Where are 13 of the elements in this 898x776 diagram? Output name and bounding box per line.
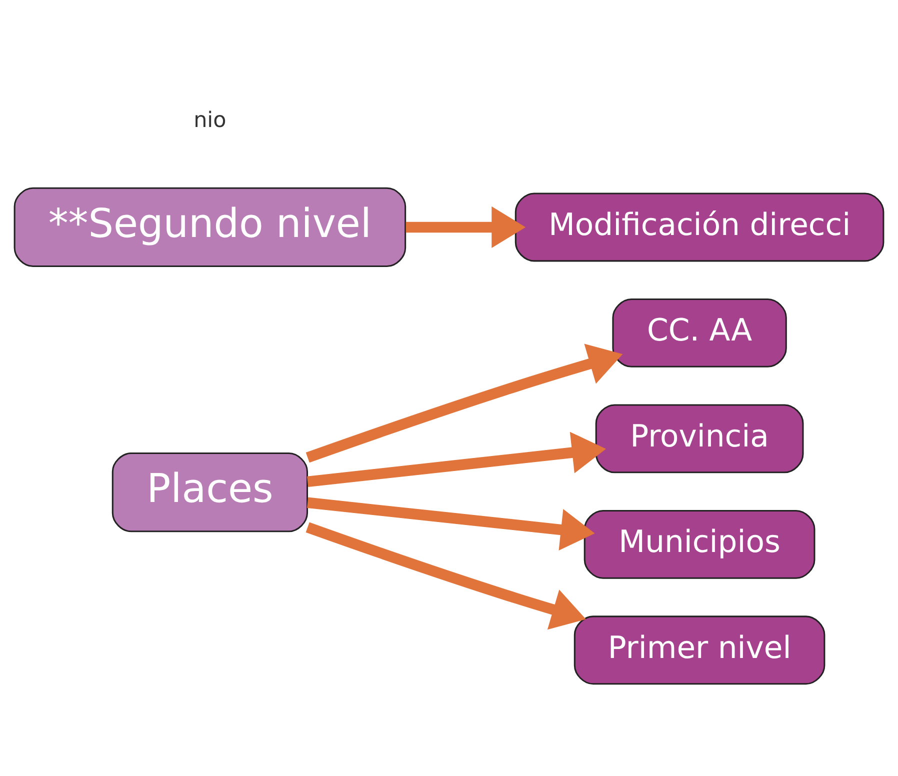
node-box: Modificación direcci <box>514 192 884 262</box>
label: nio <box>194 108 226 133</box>
arrow <box>306 522 586 630</box>
arrow <box>306 343 623 462</box>
node-box: Municipios <box>584 509 816 578</box>
node-box: Places <box>112 452 308 532</box>
node-box: Primer nivel <box>574 615 826 684</box>
node-box: Provincia <box>595 404 804 473</box>
arrow <box>307 431 606 487</box>
arrow <box>406 206 526 248</box>
node-box: **Segundo nivel <box>14 186 406 267</box>
node-box: CC. AA <box>612 298 787 367</box>
arrow <box>307 496 595 550</box>
